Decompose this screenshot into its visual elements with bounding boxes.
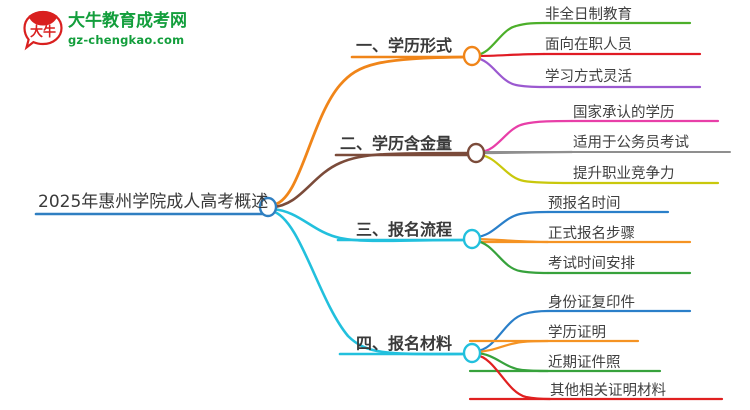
logo-site-url: gz-chengkao.com bbox=[68, 33, 185, 47]
root-node-label[interactable]: 2025年惠州学院成人高考概述 bbox=[38, 192, 269, 212]
leaf-label-1-1[interactable]: 非全日制教育 bbox=[545, 7, 632, 23]
leaf-label-3-3[interactable]: 考试时间安排 bbox=[548, 256, 635, 272]
link-branch-2-child-3 bbox=[478, 153, 574, 185]
root-node-ring bbox=[258, 196, 278, 218]
svg-text:大牛: 大牛 bbox=[30, 24, 56, 40]
link-branch-4-child-4 bbox=[474, 353, 552, 401]
link-root-branch-2 bbox=[270, 151, 474, 209]
link-branch-4-child-1 bbox=[474, 309, 550, 353]
leaf-label-2-2[interactable]: 适用于公务员考试 bbox=[573, 135, 689, 151]
leaf-label-1-3[interactable]: 学习方式灵活 bbox=[545, 69, 632, 85]
branch-4-node-ring bbox=[462, 342, 482, 364]
branch-3-node-ring bbox=[462, 228, 482, 250]
logo-text: 大牛教育成考网 gz-chengkao.com bbox=[68, 11, 187, 48]
link-root-branch-1 bbox=[270, 55, 470, 207]
link-branch-1-child-3 bbox=[474, 56, 546, 89]
branch-label-2[interactable]: 二、学历含金量 bbox=[340, 134, 453, 153]
leaf-label-3-1[interactable]: 预报名时间 bbox=[548, 196, 621, 212]
leaf-label-1-2[interactable]: 面向在职人员 bbox=[545, 37, 632, 53]
leaf-label-4-1[interactable]: 身份证复印件 bbox=[548, 295, 635, 311]
leaf-label-4-3[interactable]: 近期证件照 bbox=[548, 355, 621, 371]
link-branch-2-child-1 bbox=[478, 119, 574, 154]
leaf-label-3-2[interactable]: 正式报名步骤 bbox=[548, 226, 635, 242]
branch-label-3[interactable]: 三、报名流程 bbox=[356, 220, 453, 239]
link-branch-3-child-1 bbox=[474, 210, 550, 239]
branch-2-node-ring bbox=[466, 142, 486, 164]
branch-label-1[interactable]: 一、学历形式 bbox=[356, 36, 453, 55]
leaf-label-2-1[interactable]: 国家承认的学历 bbox=[573, 105, 675, 121]
link-branch-4-child-3 bbox=[474, 351, 550, 373]
leaf-label-4-4[interactable]: 其他相关证明材料 bbox=[550, 383, 666, 399]
branch-label-4[interactable]: 四、报名材料 bbox=[356, 334, 453, 353]
logo-mark-icon: 大牛 bbox=[23, 10, 63, 51]
link-branch-1-child-1 bbox=[474, 21, 546, 57]
logo-site-name: 大牛教育成考网 bbox=[68, 11, 187, 31]
link-branch-3-child-3 bbox=[474, 239, 550, 275]
link-branch-1-child-2 bbox=[474, 52, 546, 58]
leaf-label-4-2[interactable]: 学历证明 bbox=[548, 325, 606, 341]
site-logo: 大牛 大牛教育成考网 gz-chengkao.com bbox=[22, 8, 202, 54]
leaf-label-2-3[interactable]: 提升职业竞争力 bbox=[573, 166, 675, 182]
branch-1-node-ring bbox=[462, 45, 482, 67]
